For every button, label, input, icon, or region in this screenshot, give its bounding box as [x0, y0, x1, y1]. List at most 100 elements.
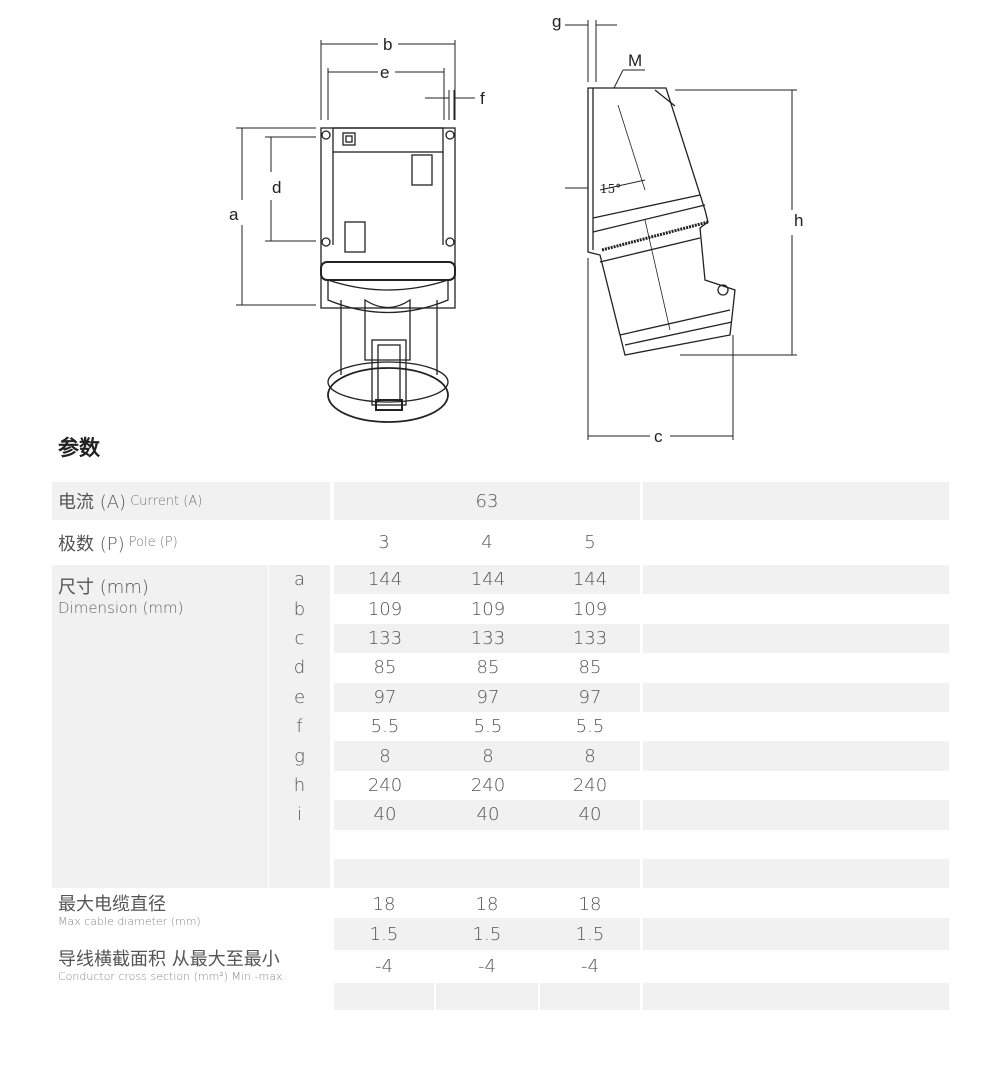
- conductor-min-value: -4: [478, 955, 496, 977]
- dimension-value: 5.5: [473, 716, 503, 738]
- dimension-value: 97: [540, 682, 640, 712]
- empty-cell: [643, 771, 949, 800]
- conductor-bg: [334, 918, 640, 950]
- dimension-value: 144: [436, 565, 540, 595]
- dimension-value: [334, 830, 436, 859]
- conductor-max-value: 1.5: [575, 923, 605, 945]
- dimension-value: 85: [476, 657, 500, 679]
- dimension-key: f: [269, 712, 330, 742]
- pole-value: 4: [481, 532, 493, 553]
- dimension-value: 5.5: [575, 716, 605, 738]
- empty-cell: [643, 800, 949, 830]
- dimension-key: e: [269, 682, 330, 712]
- label-en: Conductor cross section (mm²) Min.-max.: [58, 970, 286, 983]
- dimension-value: [436, 859, 540, 889]
- side-view: [587, 87, 736, 356]
- dimension-value: [334, 859, 436, 889]
- dim-label-c: c: [654, 427, 663, 446]
- cable-value: 18: [475, 893, 499, 915]
- dimension-key: h: [269, 770, 330, 801]
- dimension-value: 97: [436, 682, 540, 712]
- dimension-key: b: [269, 594, 330, 624]
- dimension-value: 8: [540, 741, 640, 771]
- label-en: Max cable diameter (mm): [58, 915, 201, 928]
- dimension-key: i: [269, 800, 330, 830]
- front-view: [320, 127, 456, 423]
- label-en: Current (A): [130, 493, 203, 509]
- empty-cell: [643, 653, 949, 682]
- cable-value: 18: [372, 893, 396, 915]
- dimension-key: d: [269, 653, 330, 683]
- dimension-value: 144: [334, 565, 436, 595]
- current-label: 电流 (A)Current (A): [52, 482, 330, 520]
- dimension-value: 97: [334, 682, 436, 712]
- pole-value: 3: [378, 532, 390, 553]
- empty-cell: [643, 918, 949, 950]
- dim-label-h: h: [794, 211, 803, 230]
- dimension-value: 85: [373, 657, 397, 679]
- dimension-value: 240: [572, 774, 608, 796]
- dim-label-a: a: [229, 205, 239, 224]
- dimension-value: [540, 830, 640, 859]
- dimension-key: a: [269, 565, 330, 595]
- pole-value: 5: [584, 532, 596, 553]
- empty-cell: [643, 741, 949, 771]
- dimension-value: 133: [540, 623, 640, 654]
- dim-label-m: M: [628, 51, 642, 70]
- empty-cell: [540, 983, 640, 1010]
- empty-cell: [643, 682, 949, 712]
- dim-label-d: d: [272, 178, 281, 197]
- label-en: Pole (P): [128, 535, 178, 550]
- label-zh: 电流 (A): [58, 492, 127, 513]
- pole-label: 极数 (P)Pole (P): [52, 522, 330, 563]
- empty-cell: [643, 623, 949, 654]
- dimension-label: 尺寸 (mm)Dimension (mm): [52, 565, 268, 888]
- label-zh: 极数 (P): [58, 533, 125, 555]
- conductor-min-value: -4: [375, 955, 393, 977]
- dimension-value: 40: [540, 800, 640, 830]
- empty-cell: [643, 712, 949, 741]
- conductor-max-value: 1.5: [472, 923, 502, 945]
- dimension-value: 133: [334, 623, 436, 654]
- empty-cell: [643, 594, 949, 623]
- dimension-value: 5.5: [370, 716, 400, 738]
- dimension-key: [269, 829, 330, 859]
- label-zh: 最大电缆直径: [58, 894, 166, 915]
- empty-cell: [643, 565, 949, 595]
- dimension-value: 8: [436, 741, 540, 771]
- dimension-value: 40: [436, 800, 540, 830]
- conductor-min-value: -4: [581, 955, 599, 977]
- dimension-value: 109: [367, 598, 403, 620]
- dimension-value: [436, 830, 540, 859]
- empty-cell: [643, 830, 949, 859]
- dimension-value: 240: [470, 774, 506, 796]
- front-dimensions: [236, 40, 475, 306]
- dimension-key: g: [269, 741, 330, 771]
- label-en: Dimension (mm): [58, 599, 184, 617]
- technical-drawing: b e f a d g M h c 15°: [229, 12, 803, 446]
- section-title: 参数: [58, 436, 100, 460]
- empty-cell: [436, 983, 538, 1010]
- dimension-value: 109: [470, 598, 506, 620]
- dim-label-f: f: [480, 89, 485, 108]
- angle-label: 15°: [600, 182, 621, 196]
- dimension-key: c: [269, 623, 330, 654]
- label-zh: 导线横截面积 从最大至最小: [58, 949, 280, 970]
- dimension-value: 133: [436, 623, 540, 654]
- conductor-max-value: 1.5: [369, 923, 399, 945]
- dimension-value: 240: [367, 774, 403, 796]
- dimension-key: [269, 859, 330, 889]
- empty-cell: [643, 983, 949, 1010]
- dimension-value: 8: [334, 741, 436, 771]
- empty-cell: [643, 859, 949, 889]
- dimension-value: 109: [572, 598, 608, 620]
- dimension-value: 40: [334, 800, 436, 830]
- dimension-value: [540, 859, 640, 889]
- label-zh: 尺寸 (mm): [58, 577, 149, 598]
- current-value: 63: [334, 482, 640, 520]
- empty-cell: [334, 983, 434, 1010]
- dim-label-e: e: [380, 63, 389, 82]
- dimension-value: 85: [578, 657, 602, 679]
